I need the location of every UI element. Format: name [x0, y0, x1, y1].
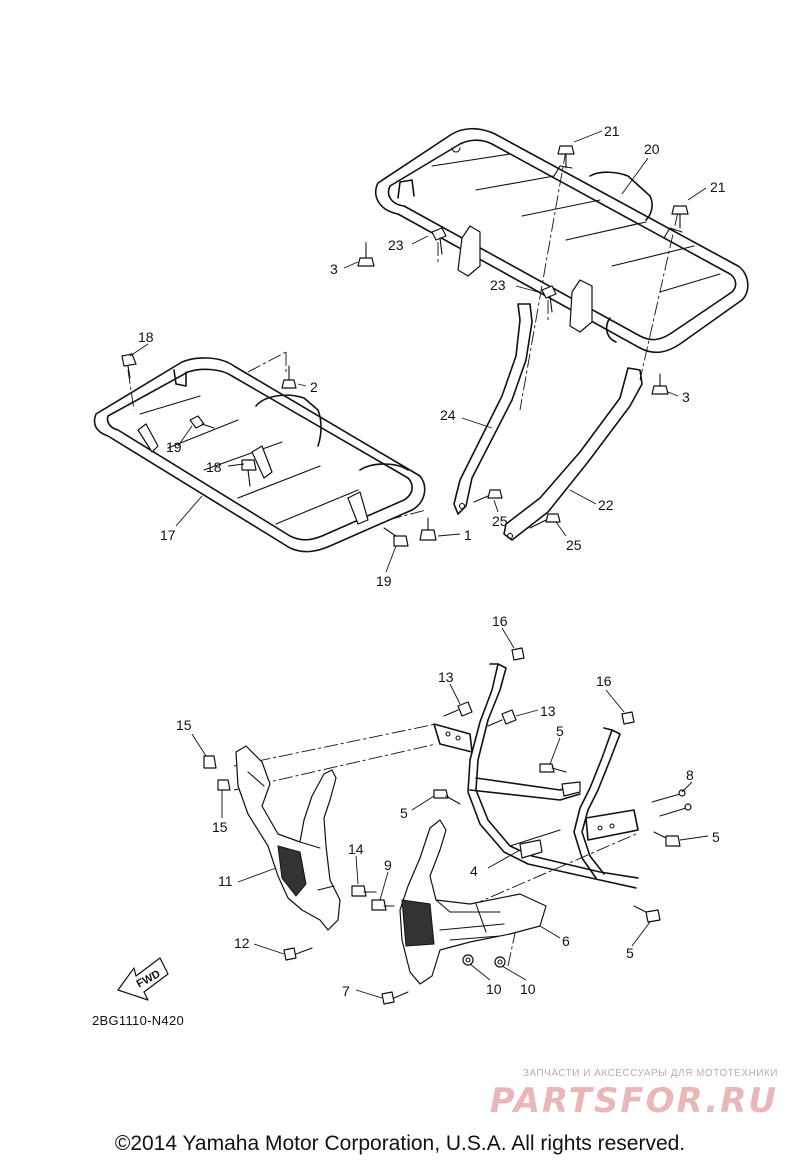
callout-10-a: 10: [486, 981, 502, 997]
callout-9: 9: [384, 857, 392, 873]
bolt-5-a: [539, 763, 567, 773]
callout-5-b: 5: [400, 805, 408, 821]
callout-4: 4: [470, 863, 478, 879]
callout-3-a: 3: [330, 261, 338, 277]
bolt-5-d: [633, 905, 661, 923]
callout-2: 2: [310, 379, 318, 395]
grommet-10-b: [494, 956, 506, 968]
bolt-5-b: [433, 789, 461, 805]
front-carrier-17: [93, 351, 427, 553]
callout-23-a: 23: [388, 237, 404, 253]
callout-11: 11: [218, 873, 233, 889]
grommet-10-a: [462, 954, 474, 966]
callout-15-b: 15: [212, 819, 228, 835]
callout-18-a: 18: [138, 329, 154, 345]
nut-16-a: [511, 647, 525, 661]
watermark-caption: ЗАПЧАСТИ И АКСЕССУАРЫ ДЛЯ МОТОТЕХНИКИ: [522, 1068, 778, 1079]
bolt-23-a: [431, 227, 447, 255]
bolt-7: [381, 991, 409, 1005]
bolt-19-b: [383, 527, 409, 547]
bolt-3-b: [651, 373, 669, 395]
bolt-21-b: [671, 205, 689, 229]
watermark: ЗАПЧАСТИ И АКСЕССУАРЫ ДЛЯ МОТОТЕХНИКИ PA…: [490, 1068, 778, 1121]
callout-18-b: 18: [206, 459, 222, 475]
rear-carrier-20: [365, 127, 749, 411]
callout-6: 6: [562, 933, 570, 949]
callout-20: 20: [644, 141, 660, 157]
bolt-2: [281, 365, 297, 389]
bolt-9: [371, 899, 395, 911]
callout-17: 17: [160, 527, 176, 543]
callout-5-a: 5: [556, 723, 564, 739]
callout-8: 8: [686, 767, 694, 783]
callout-12: 12: [234, 935, 250, 951]
callout-25-b: 25: [566, 537, 582, 553]
callout-15-a: 15: [176, 717, 192, 733]
bolt-13-a: [443, 701, 473, 717]
bolt-1: [419, 517, 437, 541]
watermark-logo: PARTSFOR.RU: [489, 1081, 778, 1121]
bolt-18-b: [241, 459, 257, 487]
bolt-19-a: [189, 415, 215, 429]
nut-15-b: [217, 779, 231, 791]
callout-24: 24: [440, 407, 456, 423]
callout-25-a: 25: [492, 513, 508, 529]
bolt-25-a: [473, 489, 503, 503]
callout-13-b: 13: [540, 703, 556, 719]
callout-14: 14: [348, 841, 364, 857]
fwd-arrow: [117, 957, 169, 1001]
guard-11: [235, 745, 341, 931]
bolt-18-a: [121, 353, 137, 379]
callout-21-b: 21: [710, 179, 726, 195]
callout-3-b: 3: [682, 389, 690, 405]
diagram-code: 2BG1110-N420: [92, 1013, 185, 1028]
bolt-25-b: [529, 513, 561, 529]
guard-6: [399, 819, 547, 985]
bolt-14: [351, 885, 377, 897]
nut-16-b: [621, 711, 635, 725]
callout-5-d: 5: [626, 945, 634, 961]
callouts: 1 2 3 3 4 5 5 5 5 6 7 8 9 10 10 11 12 13…: [138, 123, 726, 999]
callout-16-a: 16: [492, 613, 508, 629]
bolt-5-c: [653, 831, 681, 847]
callout-16-b: 16: [596, 673, 612, 689]
callout-22: 22: [598, 497, 614, 513]
callout-23-b: 23: [490, 277, 506, 293]
leader-lines: [129, 130, 709, 999]
callout-10-b: 10: [520, 981, 536, 997]
bolt-8: [651, 789, 692, 817]
callout-13-a: 13: [438, 669, 454, 685]
callout-19-b: 19: [376, 573, 392, 589]
callout-21-a: 21: [604, 123, 620, 139]
bolt-12: [283, 947, 313, 961]
callout-7: 7: [342, 983, 350, 999]
bolt-23-b: [541, 285, 557, 313]
bolt-3-a: [357, 243, 375, 267]
callout-19-a: 19: [166, 439, 182, 455]
callout-1: 1: [464, 527, 472, 543]
bolt-13-b: [487, 709, 517, 727]
copyright-notice: ©2014 Yamaha Motor Corporation, U.S.A. A…: [114, 1132, 686, 1155]
rear-stay-24: [453, 303, 533, 515]
bolt-21-a: [557, 145, 575, 169]
rear-stay-22: [503, 367, 643, 541]
nut-15-a: [203, 755, 217, 769]
callout-5-c: 5: [712, 829, 720, 845]
